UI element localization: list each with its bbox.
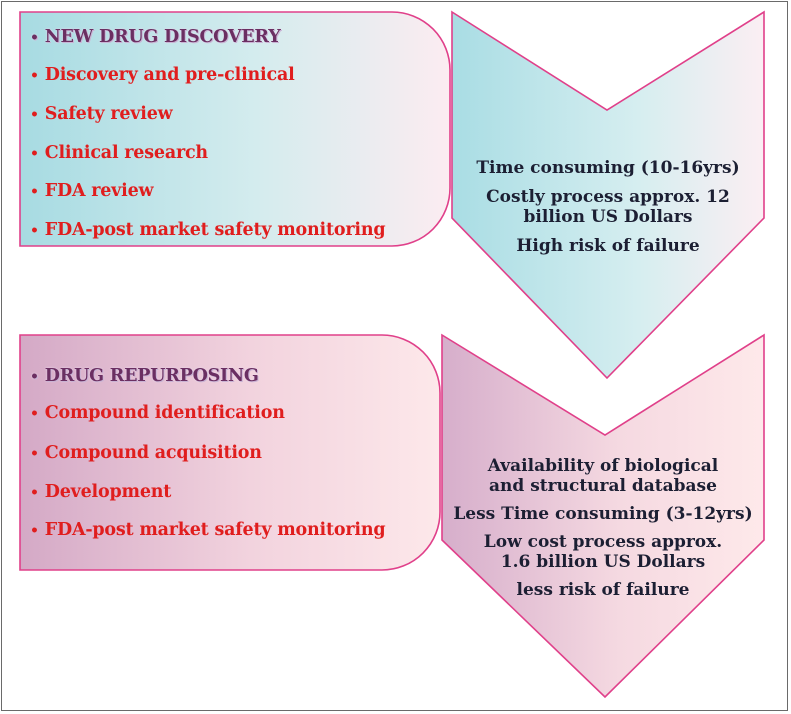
top-box-item: •FDA review [30,181,154,201]
bullet-icon: • [30,369,39,385]
bullet-icon: • [30,68,39,84]
top-box-item: •Safety review [30,104,173,124]
bullet-icon: • [30,446,39,462]
bullet-icon: • [30,184,39,200]
bullet-icon: • [30,146,39,162]
bullet-icon: • [30,223,39,239]
top-chevron-line: Costly process approx. 12 billion US Dol… [486,187,730,227]
bottom-box-shape [19,334,441,571]
top-chevron-text: Time consuming (10-16yrs) Costly process… [452,158,764,256]
top-box-item: •Discovery and pre-clinical [30,65,295,85]
bullet-icon: • [30,406,39,422]
top-box-item: •Clinical research [30,143,208,163]
bullet-icon: • [30,485,39,501]
bottom-chevron-line: less risk of failure [516,580,690,600]
bottom-box-item: •FDA-post market safety monitoring [30,520,386,540]
top-box-shape [19,11,451,247]
bottom-box-item: •Development [30,482,172,502]
top-box-heading: •NEW DRUG DISCOVERY [30,27,281,47]
top-chevron-line: High risk of failure [516,236,700,256]
bottom-box-heading: •DRUG REPURPOSING [30,366,259,386]
bottom-chevron-shape [441,333,765,699]
bottom-box-item: •Compound acquisition [30,443,262,463]
bottom-box-item: •Compound identification [30,403,285,423]
bottom-chevron-text: Availability of biological and structura… [442,456,764,600]
top-box-list: •NEW DRUG DISCOVERY •Discovery and pre-c… [30,27,450,247]
bullet-icon: • [30,523,39,539]
top-box-item: •FDA-post market safety monitoring [30,220,386,240]
bottom-chevron-line: Availability of biological and structura… [487,456,719,496]
bottom-chevron-line: Less Time consuming (3-12yrs) [453,504,753,524]
top-chevron-line: Time consuming (10-16yrs) [476,158,740,178]
bottom-box-list: •DRUG REPURPOSING •Compound identificati… [30,366,440,566]
bottom-chevron-line: Low cost process approx. 1.6 billion US … [483,532,723,572]
top-chevron-shape [451,10,765,380]
bullet-icon: • [30,30,39,46]
bullet-icon: • [30,107,39,123]
